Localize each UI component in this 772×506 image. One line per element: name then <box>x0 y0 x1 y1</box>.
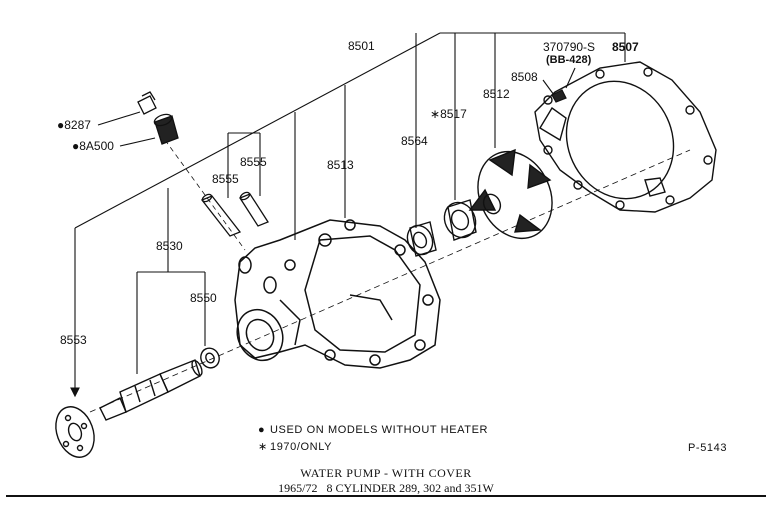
pulley-hub <box>55 406 95 458</box>
part-label-8555-upper: 8555 <box>240 155 267 169</box>
leader-diagonal <box>74 32 441 229</box>
legend-dot-note: ●USED ON MODELS WITHOUT HEATER <box>258 424 489 436</box>
part-label-8553: 8553 <box>60 333 87 347</box>
seal <box>443 199 477 241</box>
part-label-8513: 8513 <box>327 158 354 172</box>
dot-symbol: ● <box>258 424 266 436</box>
leader-8A500 <box>119 137 156 147</box>
seal-seat <box>406 221 437 257</box>
part-label-8507: 8507 <box>612 40 639 54</box>
legend-star-note: ∗1970/ONLY <box>258 441 333 453</box>
part-label-bb-428: (BB-428) <box>546 54 592 66</box>
bypass-tubes <box>200 191 269 237</box>
caption-title: WATER PUMP - WITH COVER <box>300 466 472 480</box>
part-label-8550: 8550 <box>190 291 217 305</box>
dot-symbol: ● <box>72 139 80 153</box>
arrow-8553 <box>70 387 80 398</box>
part-label-8508: 8508 <box>511 70 538 84</box>
leader-8287 <box>97 111 141 126</box>
part-label-8501: 8501 <box>348 39 375 53</box>
part-label-8517: ∗8517 <box>430 107 467 121</box>
bottom-rule <box>6 495 766 497</box>
part-label-8287: ●8287 <box>57 118 91 132</box>
cover-bolt <box>551 89 567 103</box>
figure-code: P-5143 <box>688 442 728 454</box>
slinger <box>200 347 220 369</box>
shaft-bearing <box>99 359 203 421</box>
star-symbol: ∗ <box>258 441 268 453</box>
caption-subtitle: 1965/72 8 CYLINDER 289, 302 and 351W <box>278 481 494 495</box>
assembly-axis <box>89 149 691 413</box>
part-label-8a500: ●8A500 <box>72 139 114 153</box>
part-label-370790-s: 370790-S <box>543 40 596 54</box>
pump-body <box>234 219 441 369</box>
dot-symbol: ● <box>57 118 65 132</box>
impeller <box>468 148 553 240</box>
part-label-8530: 8530 <box>156 239 183 253</box>
part-label-8555-lower: 8555 <box>212 172 239 186</box>
part-label-8512: 8512 <box>483 87 510 101</box>
cover-gasket <box>534 61 717 213</box>
heater-fitting <box>137 91 179 145</box>
star-symbol: ∗ <box>430 107 441 121</box>
leader-8508-drop <box>542 79 555 96</box>
fitting-axis <box>164 139 246 251</box>
part-label-8564: 8564 <box>401 134 428 148</box>
